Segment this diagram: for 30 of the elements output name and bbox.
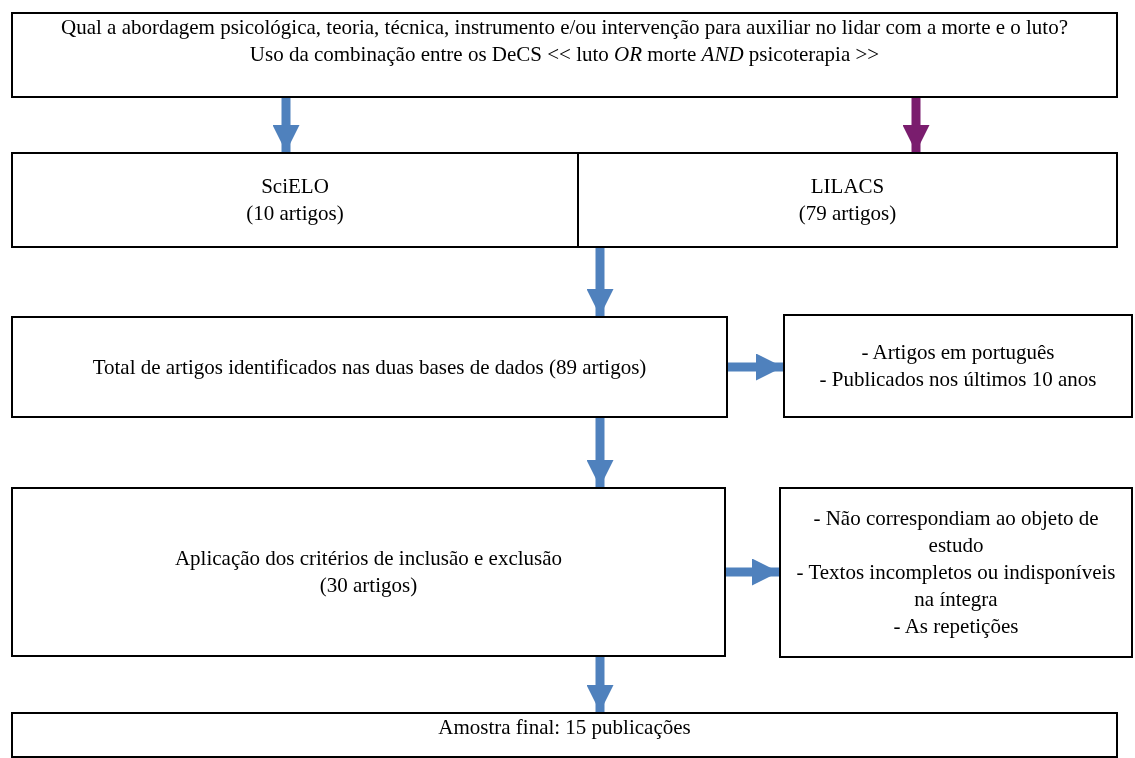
arrow [726,558,779,586]
box-text: Amostra final: 15 publicações [438,714,691,741]
process-box [11,712,1118,758]
box-text: Qual a abordagem psicológica, teoria, técnica, instrumento e/ou intervenção para auxiliar no lidar com a morte e o luto? [61,14,1068,41]
arrow [586,248,614,316]
process-box [11,487,726,657]
process-box [577,152,1118,248]
box-text: - Publicados nos últimos 10 anos [819,366,1097,393]
arrow [586,418,614,487]
arrow [272,98,300,152]
box-text: Total de artigos identificados nas duas bases de dados (89 artigos) [92,353,647,381]
process-box [11,152,579,248]
process-box [11,12,1118,98]
arrow [586,657,614,712]
box-text: Uso da combinação entre os DeCS << luto OR morte AND psicoterapia >> [249,41,880,68]
process-box [779,487,1133,658]
arrow [728,353,783,381]
box-text: - As repetições [893,613,1019,640]
box-text: (10 artigos) [246,200,344,227]
box-text: (30 artigos) [319,572,418,599]
process-box [11,316,728,418]
process-box [783,314,1133,418]
box-text: - Textos incompletos ou indisponíveis na íntegra [795,559,1117,613]
box-text: Aplicação dos critérios de inclusão e exclusão [174,545,563,572]
box-text: LILACS [810,173,885,200]
box-text: (79 artigos) [798,200,897,227]
arrow [902,98,930,152]
box-text: - Artigos em português [861,339,1055,366]
box-text: - Não correspondiam ao objeto de estudo [812,505,1100,559]
box-text: SciELO [261,173,329,200]
